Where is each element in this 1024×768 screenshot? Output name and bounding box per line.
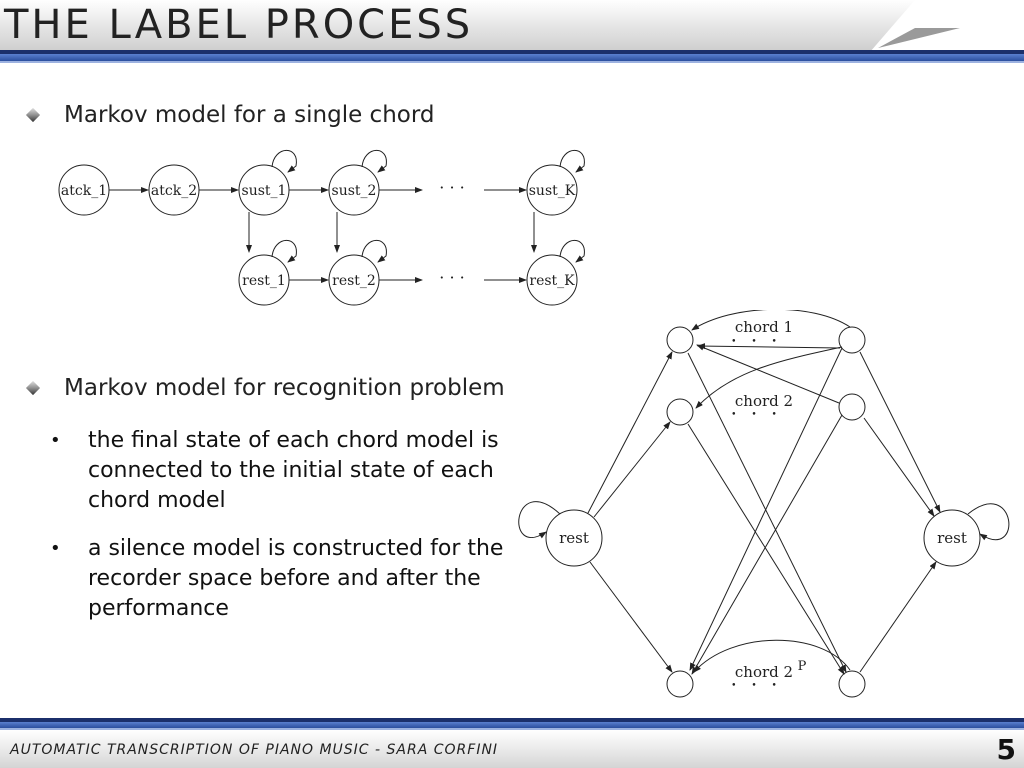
state-atck-2: atck_2 — [151, 183, 197, 199]
right-rest-state: rest — [937, 529, 967, 547]
header-divider — [0, 50, 1024, 54]
state-atck-1: atck_1 — [61, 183, 107, 199]
chord-2-label: chord 2 — [735, 392, 793, 410]
left-rest-state: rest — [559, 529, 589, 547]
sub-bullet-final-state: the final state of each chord model is c… — [88, 428, 499, 513]
sub-bullet-silence-model: a silence model is constructed for the r… — [88, 536, 504, 621]
bullet-recognition-problem: Markov model for recognition problem — [64, 375, 505, 401]
bullet-diamond-icon — [25, 107, 41, 123]
single-chord-markov-diagram: atck_1 atck_2 sust_1 sust_2 sust_K rest_… — [58, 150, 585, 306]
chord-1-label: chord 1 — [735, 318, 793, 336]
state-sust-k: sust_K — [529, 183, 576, 199]
footer-divider-light — [0, 728, 1024, 730]
state-sust-2: sust_2 — [332, 183, 377, 199]
page-number: 5 — [996, 733, 1016, 766]
chord-2p-label: chord 2 — [735, 663, 793, 681]
bullet-single-chord: Markov model for a single chord — [64, 102, 435, 128]
state-rest-2: rest_2 — [332, 273, 376, 289]
chord-2-dots: • • • — [731, 410, 783, 420]
sub-bullet-dot: • — [50, 430, 61, 451]
footer-divider — [0, 718, 1024, 722]
chord-2p-dots: • • • — [731, 681, 783, 691]
header-divider-light — [0, 61, 1024, 63]
ellipsis-bottom: · · · — [439, 268, 464, 287]
footer-divider-blue — [0, 722, 1024, 728]
footer-text: AUTOMATIC TRANSCRIPTION OF PIANO MUSIC -… — [10, 742, 499, 758]
slide-title: THE LABEL PROCESS — [4, 2, 474, 48]
header-divider-blue — [0, 54, 1024, 61]
ellipsis-top: · · · — [439, 178, 464, 197]
slide-header — [0, 0, 1024, 50]
chord-superscript-p: P — [798, 659, 807, 674]
chord-1-dots: • • • — [731, 337, 783, 347]
state-rest-1: rest_1 — [242, 273, 286, 289]
slide-footer — [0, 730, 1024, 768]
bullet-diamond-icon — [25, 380, 41, 396]
header-decoration — [870, 0, 1024, 52]
state-sust-1: sust_1 — [242, 183, 287, 199]
state-rest-k: rest_K — [529, 273, 575, 289]
recognition-network-diagram: rest rest chord 1 chord 2 chord 2 P • • … — [518, 310, 1010, 698]
sub-bullet-dot: • — [50, 538, 61, 559]
